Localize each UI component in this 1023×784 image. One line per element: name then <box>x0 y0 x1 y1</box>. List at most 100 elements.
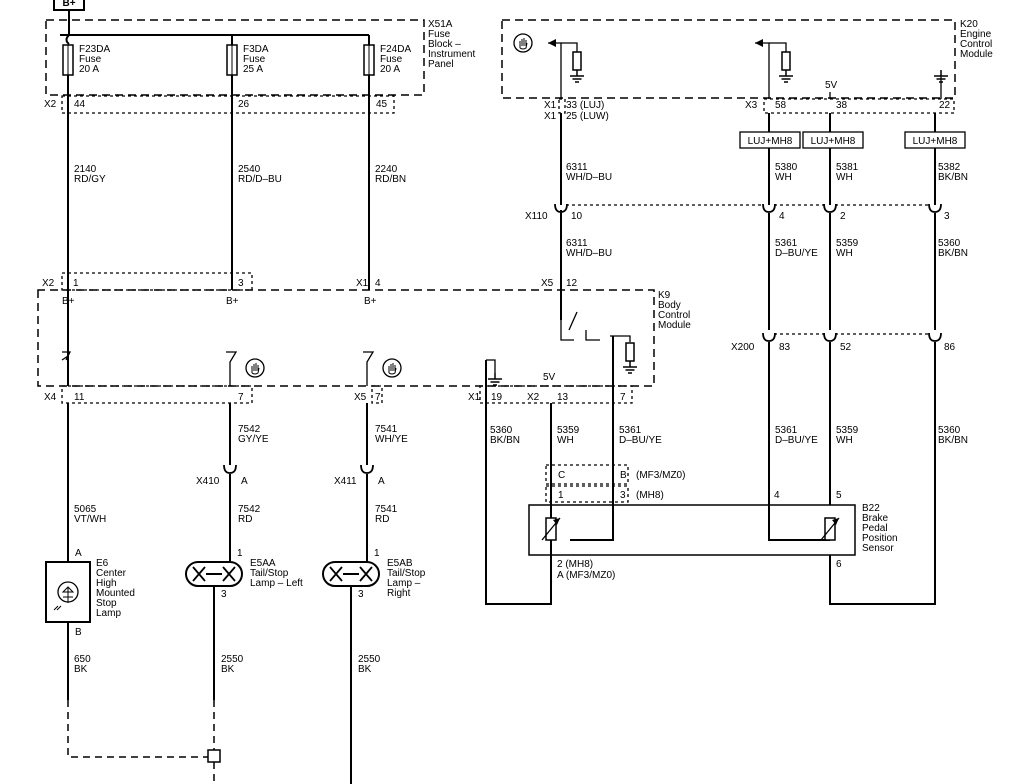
svg-text:RD/GY: RD/GY <box>74 174 106 185</box>
svg-text:(MH8): (MH8) <box>636 490 664 501</box>
svg-text:2550: 2550 <box>221 654 244 665</box>
svg-text:X1: X1 <box>356 278 369 289</box>
connector-x410-terminal <box>223 464 237 474</box>
svg-text:High: High <box>96 578 117 589</box>
bplus-bus <box>60 10 369 36</box>
svg-text:Engine: Engine <box>960 29 992 40</box>
svg-text:B+: B+ <box>62 296 75 307</box>
svg-text:5360: 5360 <box>938 425 961 436</box>
svg-text:1: 1 <box>73 278 79 289</box>
svg-text:7541: 7541 <box>375 504 398 515</box>
svg-text:2540: 2540 <box>238 164 261 175</box>
bcm-output-switch-7-right <box>363 351 402 386</box>
engine-control-module-k20: K20 Engine Control Module <box>501 19 993 99</box>
svg-text:X4: X4 <box>44 392 57 403</box>
svg-text:12: 12 <box>566 278 578 289</box>
connector-x110-terminal <box>928 203 942 213</box>
svg-text:WH: WH <box>836 435 853 446</box>
svg-text:5361: 5361 <box>619 425 642 436</box>
svg-text:LUJ+MH8: LUJ+MH8 <box>811 136 856 147</box>
svg-text:Lamp: Lamp <box>96 608 121 619</box>
svg-text:X2: X2 <box>42 278 55 289</box>
svg-text:33 (LUJ): 33 (LUJ) <box>566 100 604 111</box>
svg-text:Sensor: Sensor <box>862 543 894 554</box>
svg-text:3: 3 <box>620 490 626 501</box>
connector-x110-terminal <box>762 203 776 213</box>
svg-text:X110: X110 <box>525 211 548 222</box>
svg-text:38: 38 <box>836 100 848 111</box>
svg-text:26: 26 <box>238 99 250 110</box>
splice-icon <box>207 749 221 763</box>
svg-text:Instrument: Instrument <box>428 49 475 60</box>
svg-text:LUJ+MH8: LUJ+MH8 <box>748 136 793 147</box>
svg-text:RD/BN: RD/BN <box>375 174 406 185</box>
svg-text:B+: B+ <box>364 296 377 307</box>
fuse-block-x51a: X51A Fuse Block – Instrument Panel <box>45 19 475 96</box>
svg-text:WH/YE: WH/YE <box>375 434 408 445</box>
svg-text:5: 5 <box>836 490 842 501</box>
svg-text:22: 22 <box>939 100 951 111</box>
connector-x200-terminal <box>823 332 837 342</box>
lamp-e6-chmsl: A B E6 Center High Mounted Stop Lamp <box>45 548 135 638</box>
svg-text:Tail/Stop: Tail/Stop <box>387 568 426 579</box>
ground-icon <box>778 69 794 83</box>
svg-text:X3: X3 <box>745 100 758 111</box>
svg-text:Position: Position <box>862 533 898 544</box>
svg-text:X411: X411 <box>334 476 357 487</box>
svg-text:1: 1 <box>374 548 380 559</box>
svg-text:BK/BN: BK/BN <box>938 248 968 259</box>
svg-text:E6: E6 <box>96 558 109 569</box>
svg-text:86: 86 <box>944 342 956 353</box>
svg-text:WH: WH <box>775 172 792 183</box>
connector-x411-terminal <box>360 464 374 474</box>
body-control-module-k9: K9 Body Control Module <box>37 289 691 387</box>
bcm-output-switch-7-left <box>226 351 265 386</box>
svg-text:WH/D–BU: WH/D–BU <box>566 248 612 259</box>
svg-text:5381: 5381 <box>836 162 859 173</box>
svg-text:RD: RD <box>238 514 252 525</box>
svg-text:Tail/Stop: Tail/Stop <box>250 568 289 579</box>
svg-text:2140: 2140 <box>74 164 97 175</box>
svg-text:VT/WH: VT/WH <box>74 514 106 525</box>
svg-text:(MF3/MZ0): (MF3/MZ0) <box>636 470 685 481</box>
svg-text:20 A: 20 A <box>79 64 99 75</box>
lamp-e5ab-right: 1 3 E5AB Tail/Stop Lamp – Right <box>322 548 426 600</box>
svg-text:5361: 5361 <box>775 238 798 249</box>
svg-text:44: 44 <box>74 99 86 110</box>
svg-text:BK: BK <box>74 664 88 675</box>
svg-text:Block –: Block – <box>428 39 461 50</box>
svg-text:D–BU/YE: D–BU/YE <box>775 248 818 259</box>
svg-text:X2: X2 <box>527 392 540 403</box>
svg-text:BK/BN: BK/BN <box>938 435 968 446</box>
svg-text:650: 650 <box>74 654 91 665</box>
svg-text:C: C <box>558 470 565 481</box>
svg-text:BK: BK <box>358 664 372 675</box>
svg-text:RD: RD <box>375 514 389 525</box>
svg-text:3: 3 <box>944 211 950 222</box>
svg-text:A: A <box>241 476 248 487</box>
svg-text:25 A: 25 A <box>243 64 263 75</box>
ground-icon <box>569 69 585 83</box>
svg-text:5360: 5360 <box>938 238 961 249</box>
svg-text:X200: X200 <box>731 342 755 353</box>
svg-text:5065: 5065 <box>74 504 97 515</box>
fuse-f24da: F24DA Fuse 20 A <box>363 44 411 76</box>
svg-text:X1: X1 <box>544 100 557 111</box>
brake-pedal-position-sensor-b22: B22 Brake Pedal Position Sensor <box>528 503 898 556</box>
svg-text:4: 4 <box>774 490 780 501</box>
fuse-f3da: F3DA Fuse 25 A <box>226 44 269 76</box>
svg-text:5359: 5359 <box>836 425 859 436</box>
svg-text:Lamp – Left: Lamp – Left <box>250 578 303 589</box>
svg-text:4: 4 <box>779 211 785 222</box>
svg-text:E5AB: E5AB <box>387 558 413 569</box>
fuse-block-connector-x2: X2 44 26 45 <box>44 95 395 114</box>
svg-text:4: 4 <box>375 278 381 289</box>
pullup-resistor-icon <box>781 51 791 71</box>
svg-text:Brake: Brake <box>862 513 889 524</box>
svg-text:K20: K20 <box>960 19 978 30</box>
svg-text:WH: WH <box>836 172 853 183</box>
pullup-resistor-icon <box>625 342 635 362</box>
bplus-source: B+ <box>53 0 85 11</box>
svg-text:Fuse: Fuse <box>428 29 451 40</box>
